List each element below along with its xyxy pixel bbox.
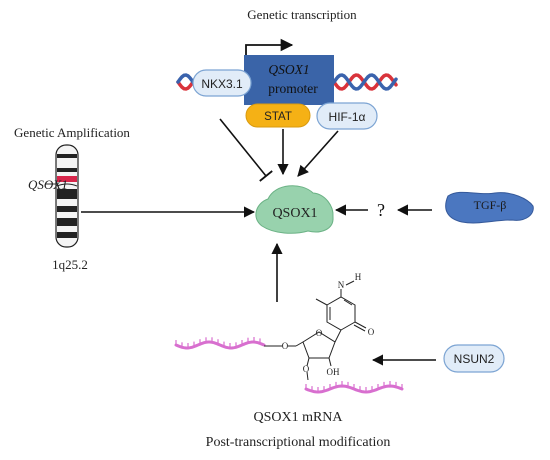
nsun2-pill (443, 344, 505, 373)
atom-o-5prime: O (282, 341, 289, 351)
qsox1-protein-blob (255, 185, 334, 234)
nkx3-1-label: NKX3.1 (201, 77, 243, 91)
qsox1-protein-label: QSOX1 (272, 206, 317, 221)
transcription-start-arrow (245, 38, 294, 58)
nkx3-1-pill (192, 69, 252, 97)
atom-n-amino: N (338, 280, 345, 290)
atom-oh: OH (327, 367, 340, 377)
nkx-inhibition-line (219, 118, 273, 182)
unknown-mechanism-mark: ? (377, 200, 385, 220)
tgf-beta-molecule (445, 191, 534, 224)
stat-factor: STAT (245, 103, 311, 128)
stat-pill (245, 103, 311, 128)
nkx3-1-factor: NKX3.1 (192, 69, 252, 97)
genetic-transcription-title: Genetic transcription (247, 7, 357, 22)
stat-label: STAT (264, 111, 292, 123)
qsox1-mrna-caption: QSOX1 mRNA (253, 410, 343, 425)
chromosome (55, 144, 79, 248)
atom-o-carbonyl: O (368, 327, 375, 337)
chromosome-gene-label: QSOX1 (28, 177, 68, 192)
hif-1a-label: HIF-1α (329, 110, 366, 124)
promoter-gene-label: QSOX1 (268, 62, 309, 77)
hif-1a-pill (316, 102, 378, 130)
nsun2-label: NSUN2 (454, 352, 495, 366)
tgf-beta-label: TGF-β (474, 198, 507, 212)
qsox1-mrna-strands (174, 337, 404, 394)
promoter-box (244, 55, 334, 105)
atom-h-amino: H (355, 272, 362, 282)
post-transcriptional-caption: Post-transcriptional modification (206, 435, 391, 450)
chromosome-qsox1-band (57, 176, 77, 182)
hif-activation-arrow (297, 130, 339, 177)
methylcytidine-structure (264, 280, 367, 381)
atom-o-3prime: O (303, 364, 310, 374)
promoter-label: promoter (268, 81, 318, 96)
atom-o-ring: O (316, 328, 323, 338)
chromosome-locus-label: 1q25.2 (52, 257, 88, 272)
hif-1a-factor: HIF-1α (316, 102, 378, 130)
genetic-amplification-title: Genetic Amplification (14, 125, 130, 140)
nsun2-enzyme: NSUN2 (443, 344, 505, 373)
